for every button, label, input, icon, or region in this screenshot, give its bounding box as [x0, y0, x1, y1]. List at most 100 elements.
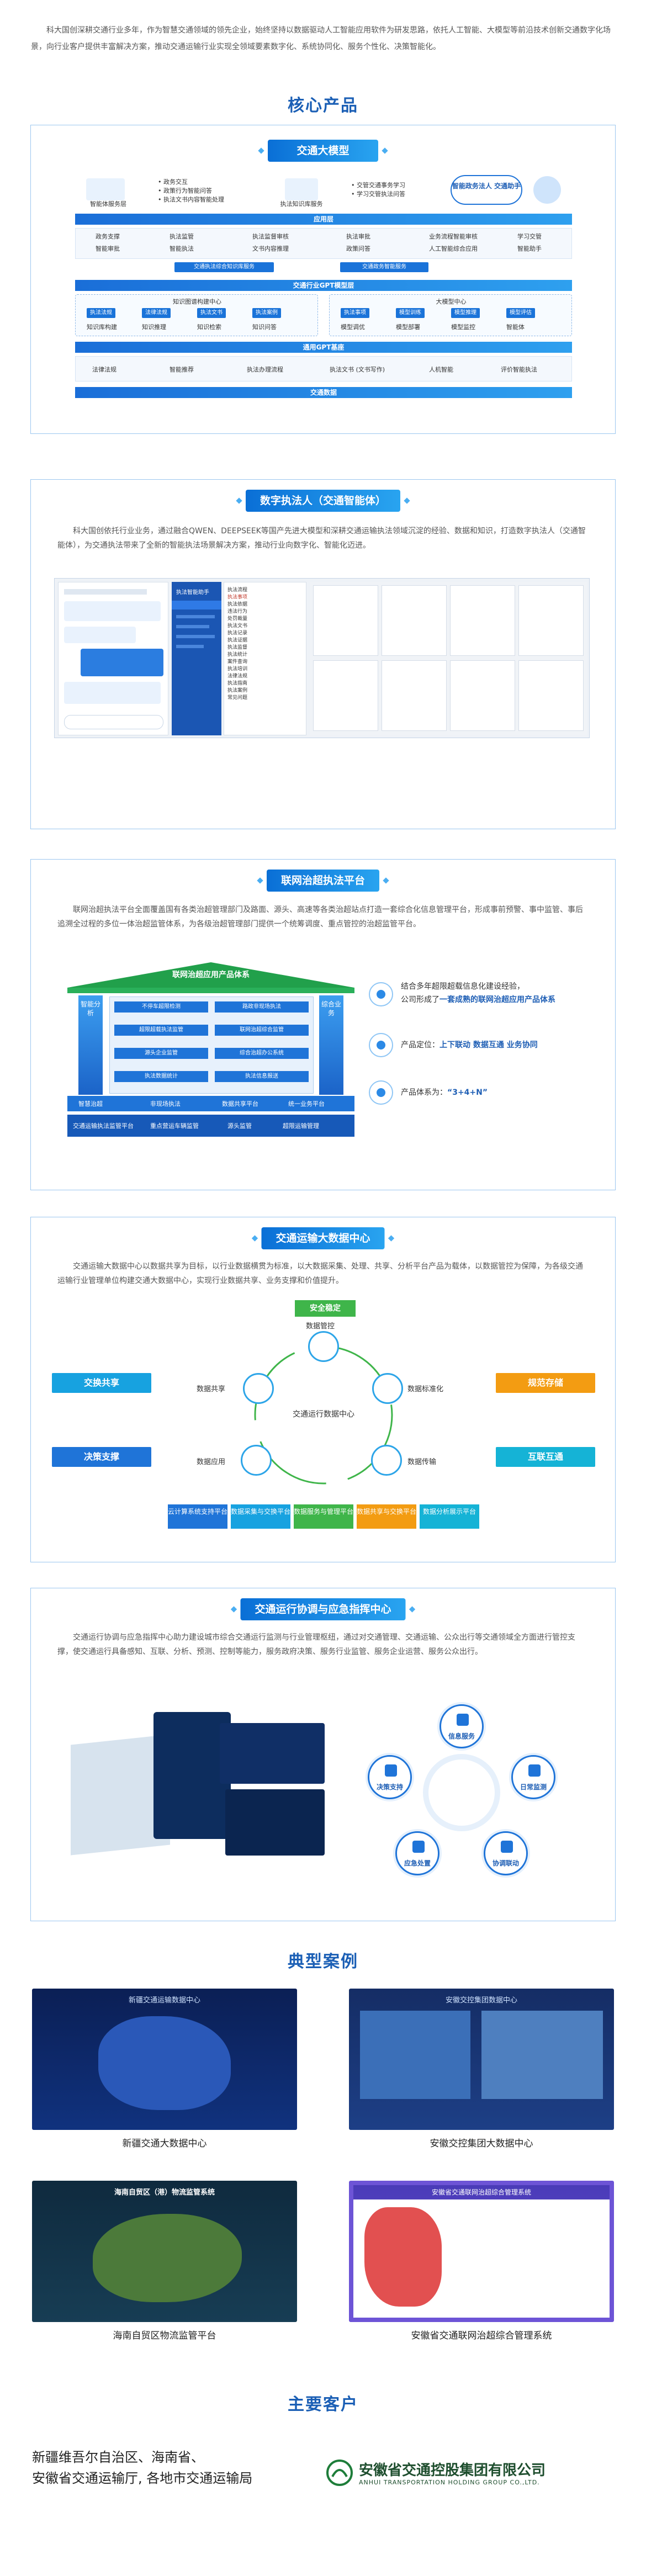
- feature-system-label: 产品体系为：: [401, 1088, 447, 1097]
- model-chip: 模型训练: [396, 308, 425, 318]
- feature-positioning-label: 产品定位：: [401, 1041, 440, 1050]
- feature-system-value: “3+4+N”: [447, 1088, 488, 1097]
- base-row: 法律法规 智能推荐 执法办理流程 执法文书 (文书写作) 人机智能 评价智能执法: [75, 356, 572, 381]
- tree-item[interactable]: 执法统计: [227, 652, 248, 658]
- case-caption: 安徽交控集团大数据中心: [430, 2138, 533, 2149]
- document-thumb[interactable]: [382, 585, 447, 656]
- feature-experience-line2: 公司形成了一套成熟的联网治超应用产品体系: [401, 993, 600, 1006]
- layer-bar-base: 通用GPT基座: [75, 342, 572, 353]
- tree-panel: 执法流程 执法事项 执法依据 违法行为 处罚裁量 执法文书 执法记录 执法证据 …: [224, 582, 306, 735]
- platform-button: 数据采集与交换平台: [231, 1504, 290, 1529]
- model-section-card: 交通大模型 智能体服务层 • 政务交互 • 政策行为智能问答 • 执法文书内容智…: [30, 125, 616, 434]
- tree-item[interactable]: 执法证据: [227, 638, 248, 643]
- bigdata-section-paragraph: 交通运输大数据中心以数据共享为目标，以行业数据横贯为标准，以大数据采集、处理、共…: [57, 1262, 583, 1285]
- temple-right-column: 综合业务: [319, 995, 343, 1095]
- layer-bar-app: 应用层: [75, 214, 572, 225]
- temple-step: 超限运输管理: [283, 1122, 319, 1130]
- joint-section-card: 联网治超执法平台 联网治超执法平台全面覆盖国有各类治超管理部门及路面、源头、高速…: [30, 859, 616, 1190]
- tree-item[interactable]: 执法监督: [227, 645, 248, 650]
- document-thumb[interactable]: [518, 585, 584, 656]
- tree-item[interactable]: 执法指南: [227, 681, 248, 686]
- bigdata-section-card: 交通运输大数据中心 交通运输大数据中心以数据共享为目标，以行业数据横贯为标准，以…: [30, 1217, 616, 1562]
- side-nav: 执法智能助手: [172, 582, 221, 735]
- node-sharing: [243, 1373, 274, 1404]
- command-section-card: 交通运行协调与应急指挥中心 交通运行协调与应急指挥中心助力建设城市综合交通运行监…: [30, 1588, 616, 1921]
- intro-paragraph: 科大国创深耕交通行业多年，作为智慧交通领域的领先企业，始终坚持以数据驱动人工智能…: [31, 26, 611, 51]
- top-items-left: • 政务交互 • 政策行为智能问答 • 执法文书内容智能处理: [158, 177, 246, 204]
- ring-node-emergency: 应急处置: [395, 1831, 440, 1875]
- case-image-hainan[interactable]: 海南自贸区（港）物流监管系统: [32, 2181, 297, 2322]
- panel-title: 大模型中心: [436, 298, 467, 305]
- node-application: [241, 1445, 272, 1476]
- document-thumb[interactable]: [518, 660, 584, 731]
- standard-storage-button: 规范存储: [496, 1373, 595, 1393]
- kg-chip: 执法案例: [252, 308, 281, 318]
- model-chip: 模型评估: [506, 308, 535, 318]
- document-thumb[interactable]: [450, 585, 515, 656]
- tree-item[interactable]: 常见问题: [227, 695, 248, 701]
- temple-box: 不停车超限检测: [114, 1001, 208, 1013]
- interconnect-button: 互联互通: [496, 1447, 595, 1467]
- temple-step: 重点营运车辆监管: [150, 1122, 199, 1130]
- base-item: 人机智能: [429, 366, 453, 373]
- app-cell: 执法监管: [170, 233, 194, 240]
- document-thumb[interactable]: [313, 585, 378, 656]
- document-thumb[interactable]: [382, 660, 447, 731]
- case-image-xinjiang[interactable]: 新疆交通运输数据中心: [32, 1989, 297, 2130]
- ring-node-coordination: 协调联动: [484, 1831, 528, 1875]
- feature-system: 产品体系为：“3+4+N”: [401, 1086, 600, 1099]
- kg-chip: 执法文书: [197, 308, 226, 318]
- feature-positioning: 产品定位：上下联动 数据互通 业务协同: [401, 1038, 600, 1052]
- tree-item[interactable]: 处罚裁量: [227, 616, 248, 622]
- tree-item[interactable]: 案件查询: [227, 659, 248, 665]
- tree-item[interactable]: 执法案例: [227, 688, 248, 693]
- kg-item: 知识检索: [197, 324, 221, 331]
- agent-mid-label: 执法知识库服务: [280, 200, 323, 208]
- tree-item[interactable]: 违法行为: [227, 609, 248, 614]
- temple-box: 路政非现场执法: [215, 1001, 309, 1013]
- document-thumb[interactable]: [313, 660, 378, 731]
- app-cell: 人工智能综合应用: [429, 245, 478, 252]
- tree-item[interactable]: 执法文书: [227, 623, 248, 629]
- model-item: 智能体: [506, 324, 525, 331]
- command-section-paragraph: 交通运行协调与应急指挥中心助力建设城市综合交通运行监测与行业管理枢纽，通过对交通…: [57, 1633, 575, 1656]
- experience-icon: [369, 982, 393, 1006]
- document-thumb[interactable]: [450, 660, 515, 731]
- robot-icon: [533, 176, 561, 204]
- model-item: 模型部署: [396, 324, 420, 331]
- joint-section-paragraph: 联网治超执法平台全面覆盖国有各类治超管理部门及路面、源头、高速等各类治超站点打造…: [57, 905, 583, 929]
- temple-box: 执法数据统计: [114, 1071, 208, 1082]
- base-item: 评价智能执法: [501, 366, 537, 373]
- temple-left-column: 智能分析: [78, 995, 103, 1095]
- tree-item[interactable]: 执法依据: [227, 602, 248, 607]
- temple-step: 源头监管: [227, 1122, 252, 1130]
- case-image-anhui-overload[interactable]: 安徽省交通联网治超综合管理系统: [349, 2181, 614, 2322]
- layer-bar-data: 交通数据: [75, 387, 572, 398]
- model-item: 模型监控: [451, 324, 475, 331]
- node-label: 数据管控: [306, 1322, 335, 1331]
- temple-steps: 交通运输执法监管平台 重点营运车辆监管 源头监管 超限运输管理: [67, 1115, 354, 1137]
- ring-node-decision: 决策支持: [368, 1755, 412, 1799]
- node-control: [308, 1331, 339, 1362]
- app-grid: 政务支撑 智能审批 执法监管 智能执法 执法监督审核 文书内容推理 执法审批 政…: [75, 228, 572, 259]
- top-items-right: • 交管交通事务学习 • 学习交管执法问答: [351, 181, 440, 198]
- feature-experience: 结合多年超限超载信息化建设经验， 公司形成了一套成熟的联网治超应用产品体系: [401, 980, 600, 1006]
- tree-item[interactable]: 执法流程: [227, 587, 248, 593]
- app-cell: 智能助手: [517, 245, 542, 252]
- app-cell: 文书内容推理: [252, 245, 289, 252]
- tree-item[interactable]: 执法事项: [227, 595, 248, 600]
- feature-experience-highlight: 一套成熟的联网治超应用产品体系: [440, 995, 555, 1004]
- positioning-icon: [369, 1033, 393, 1057]
- tree-item[interactable]: 法律法规: [227, 674, 248, 679]
- temple-base-item: 统一业务平台: [288, 1100, 325, 1107]
- case-screen-title: 安徽交控集团数据中心: [445, 1996, 517, 2005]
- case-screen-title: 海南自贸区（港）物流监管系统: [114, 2188, 215, 2197]
- service-chip: 交通政务智能服务: [340, 262, 428, 272]
- node-transfer: [371, 1445, 402, 1476]
- temple-box: 联网治超综合监管: [215, 1025, 309, 1036]
- law-section-card: 数字执法人（交通智能体） 科大国创依托行业业务，通过融合QWEN、DEEPSEE…: [30, 479, 616, 829]
- tree-item[interactable]: 执法记录: [227, 630, 248, 636]
- tree-item[interactable]: 执法培训: [227, 666, 248, 672]
- case-image-anhui-holding[interactable]: 安徽交控集团数据中心: [349, 1989, 614, 2130]
